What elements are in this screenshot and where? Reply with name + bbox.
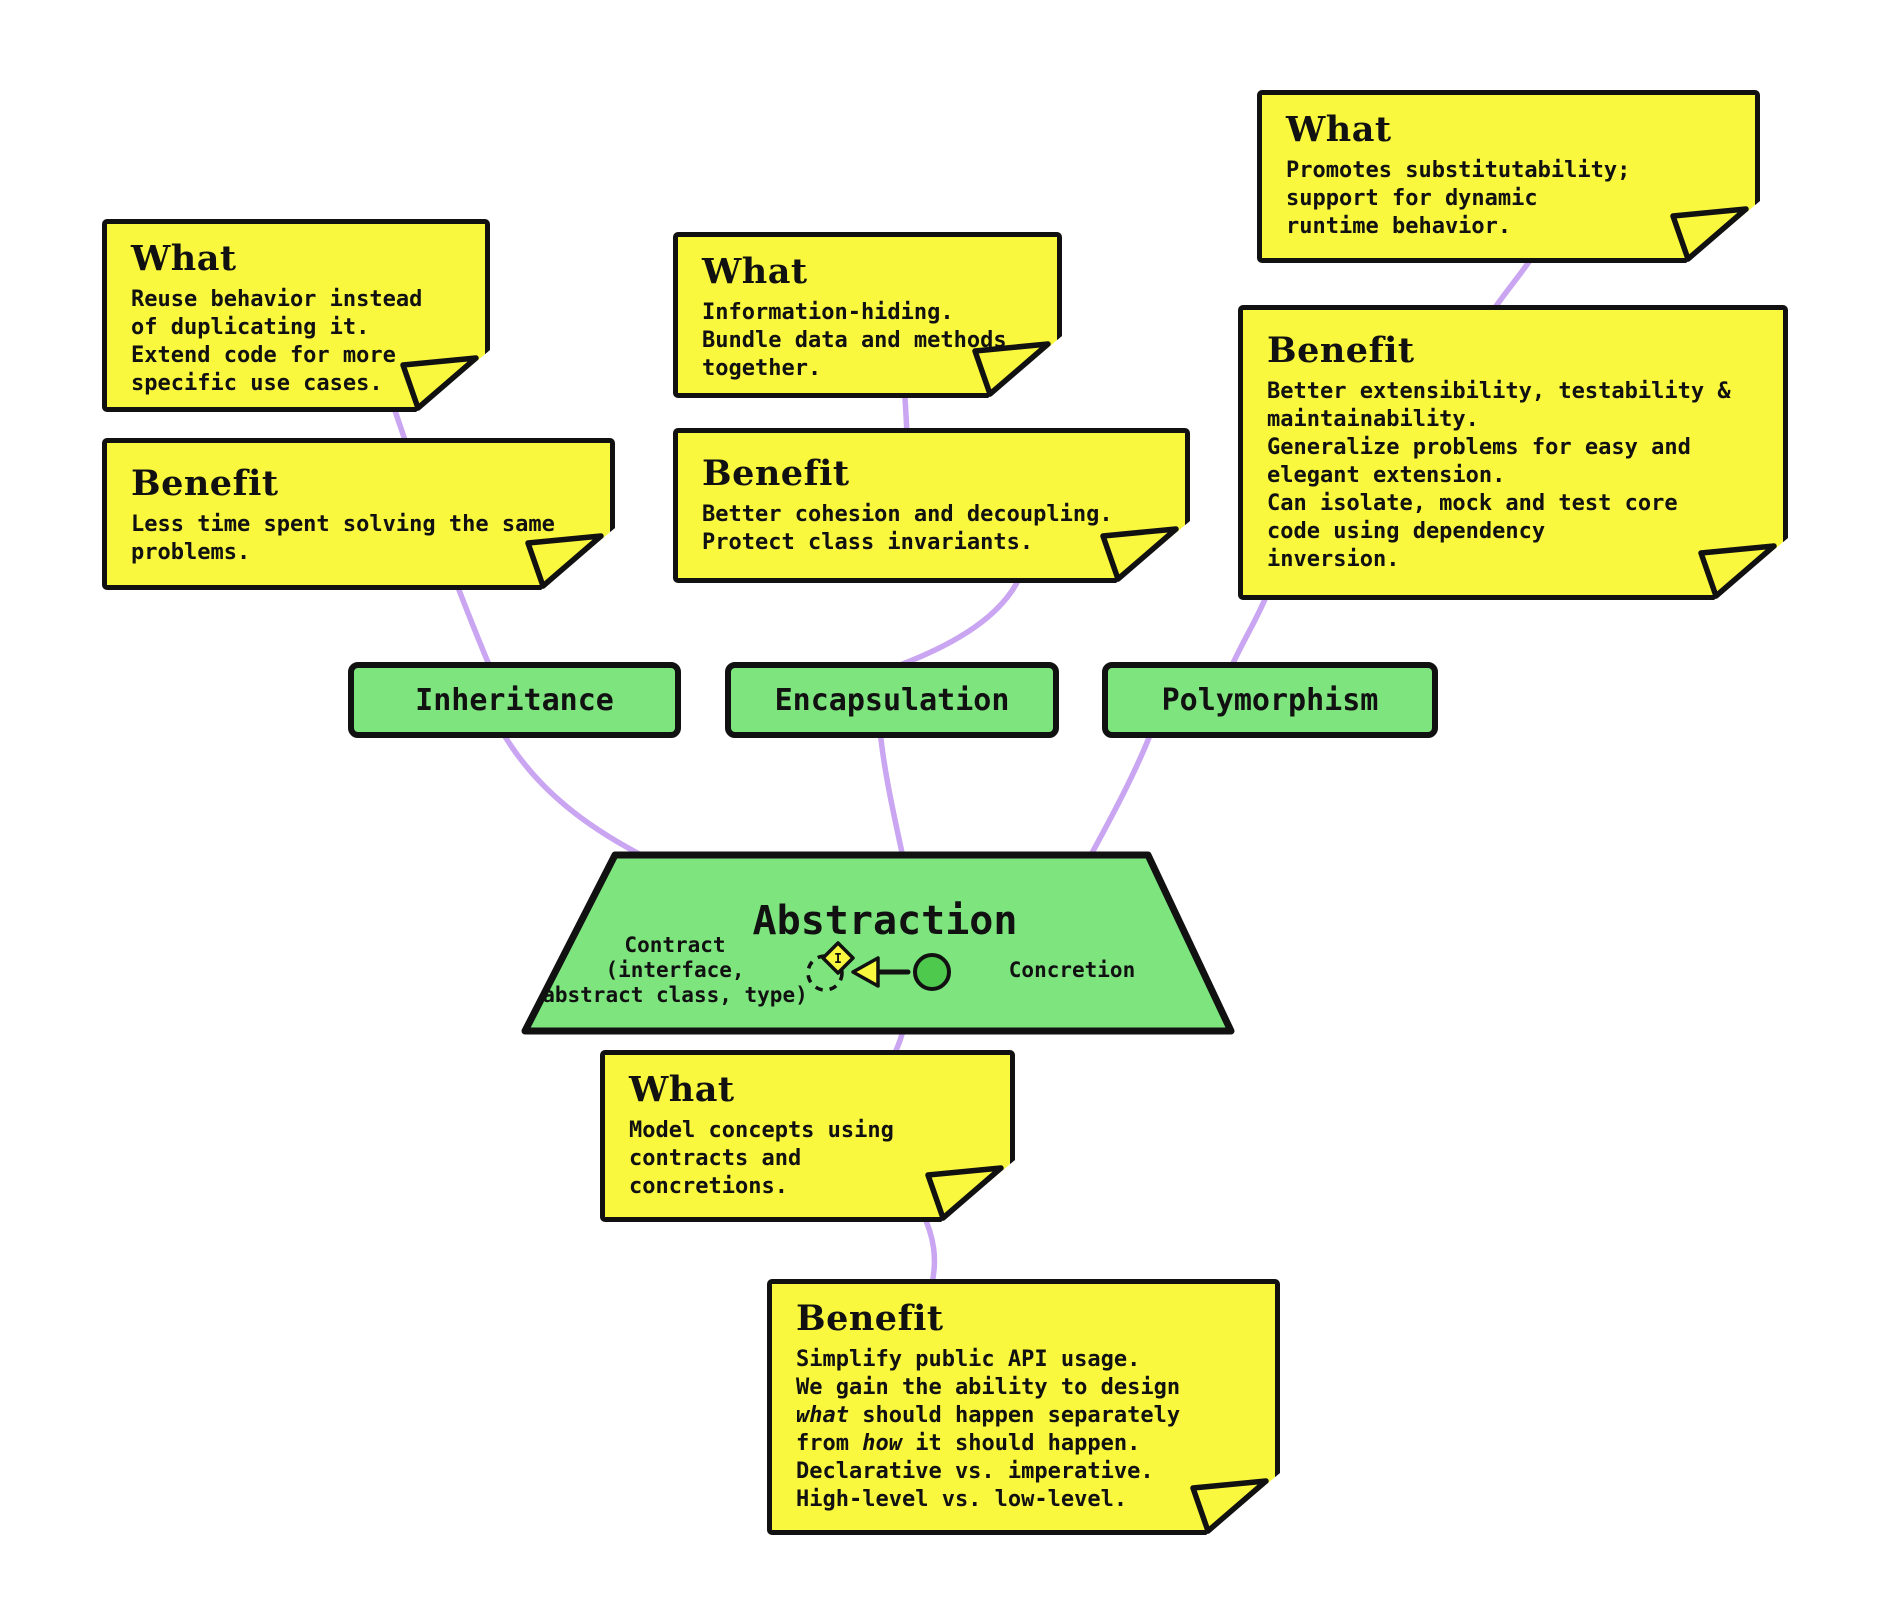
connector-enc-to-trapezoid [877, 727, 907, 865]
connector-poly-to-trapezoid [1083, 727, 1155, 867]
concretion-circle-icon [913, 953, 951, 991]
interface-letter: I [834, 952, 842, 967]
note-body: Simplify public API usage.We gain the ab… [796, 1347, 1181, 1512]
note-heading: What [1286, 109, 1392, 150]
connector-poly-benefit-node [1227, 589, 1271, 673]
note-heading: Benefit [796, 1298, 944, 1339]
connector-inh-to-trapezoid [497, 725, 658, 865]
node-inheritance: Inheritance [348, 662, 681, 738]
note-abstraction-benefit: Benefit Simplify public API usage.We gai… [767, 1279, 1280, 1535]
note-body: Information-hiding.Bundle data and metho… [702, 300, 1007, 381]
note-heading: What [629, 1069, 735, 1110]
connector-abs-what-benefit [919, 1209, 938, 1291]
node-polymorphism: Polymorphism [1102, 662, 1438, 738]
folded-corner-icon [400, 350, 490, 412]
folded-corner-icon [972, 336, 1062, 398]
dependency-arrowhead-icon [851, 956, 880, 988]
folded-corner-icon [1698, 538, 1788, 600]
contract-label: Contract (interface, abstract class, typ… [542, 933, 808, 1007]
node-encapsulation-label: Encapsulation [774, 682, 1010, 718]
note-encapsulation-what: What Information-hiding.Bundle data and … [673, 232, 1062, 398]
folded-corner-icon [1190, 1473, 1280, 1535]
concretion-label: Concretion [1008, 958, 1136, 982]
folded-corner-icon [1670, 201, 1760, 263]
abstraction-node [521, 851, 1235, 1035]
note-heading: Benefit [131, 463, 279, 504]
note-heading: Benefit [702, 453, 850, 494]
note-heading: Benefit [1267, 330, 1415, 371]
abstraction-title: Abstraction [752, 898, 1018, 944]
note-heading: What [702, 251, 808, 292]
interface-diamond-icon [821, 941, 855, 975]
note-heading: What [131, 238, 237, 279]
note-polymorphism-what: What Promotes substitutability;support f… [1257, 90, 1760, 263]
note-body: Better extensibility, testability &maint… [1267, 379, 1731, 572]
folded-corner-icon [925, 1160, 1015, 1222]
note-polymorphism-benefit: Benefit Better extensibility, testabilit… [1238, 305, 1788, 600]
folded-corner-icon [525, 528, 615, 590]
contract-concretion-icon: I [806, 941, 951, 992]
node-encapsulation: Encapsulation [725, 662, 1059, 738]
connector-enc-benefit-node [889, 569, 1025, 671]
note-body: Better cohesion and decoupling.Protect c… [702, 502, 1113, 555]
note-body: Promotes substitutability;support for dy… [1286, 158, 1631, 239]
note-encapsulation-benefit: Benefit Better cohesion and decoupling.P… [673, 428, 1190, 583]
folded-corner-icon [1100, 521, 1190, 583]
node-inheritance-label: Inheritance [415, 682, 614, 718]
note-inheritance-benefit: Benefit Less time spent solving the same… [102, 438, 615, 590]
node-polymorphism-label: Polymorphism [1161, 682, 1379, 718]
